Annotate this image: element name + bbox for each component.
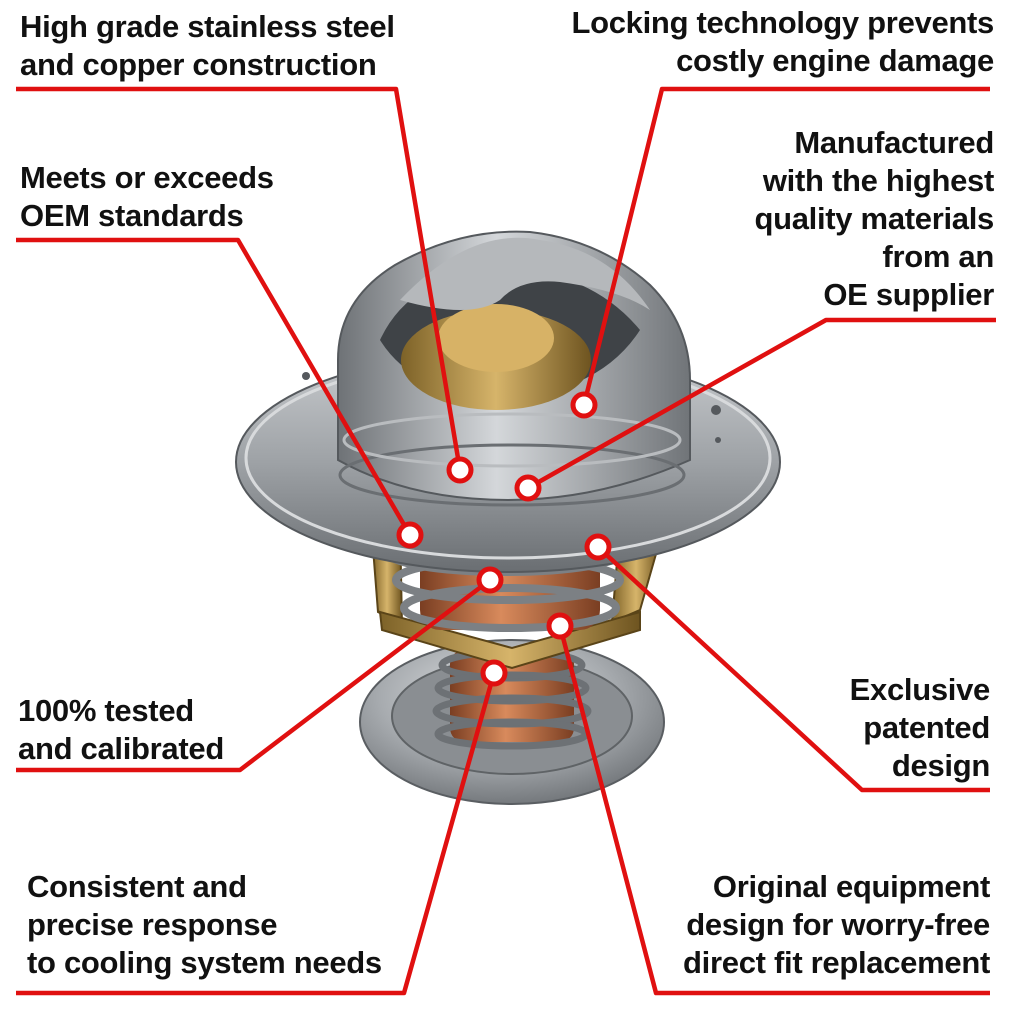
callout-consistent: Consistent and precise response to cooli… [27, 869, 382, 980]
dot-original [546, 612, 574, 640]
leader-oem [16, 237, 412, 537]
leader-manufactured [526, 317, 996, 490]
dot-manufactured [514, 474, 542, 502]
callout-manufactured: Manufactured with the highest quality ma… [754, 125, 994, 312]
callout-stainless: High grade stainless steel and copper co… [20, 9, 395, 82]
dot-stainless [446, 456, 474, 484]
leader-lines [16, 86, 996, 996]
leader-stainless [16, 86, 463, 471]
dot-tested [476, 566, 504, 594]
callout-exclusive: Exclusive patented design [849, 672, 991, 783]
leader-tested [16, 578, 492, 773]
dot-oem [396, 521, 424, 549]
leader-original [557, 625, 990, 996]
leader-consistent [16, 672, 497, 996]
callout-tested: 100% tested and calibrated [18, 693, 224, 766]
callout-oem: Meets or exceeds OEM standards [20, 160, 274, 233]
leader-locking [581, 86, 990, 406]
callout-dots [396, 391, 612, 687]
dome-cup [337, 230, 691, 507]
dot-exclusive [584, 533, 612, 561]
leader-exclusive [596, 545, 990, 793]
callout-locking: Locking technology prevents costly engin… [571, 5, 994, 78]
dot-locking [570, 391, 598, 419]
callout-original: Original equipment design for worry-free… [683, 869, 990, 980]
dot-consistent [480, 659, 508, 687]
